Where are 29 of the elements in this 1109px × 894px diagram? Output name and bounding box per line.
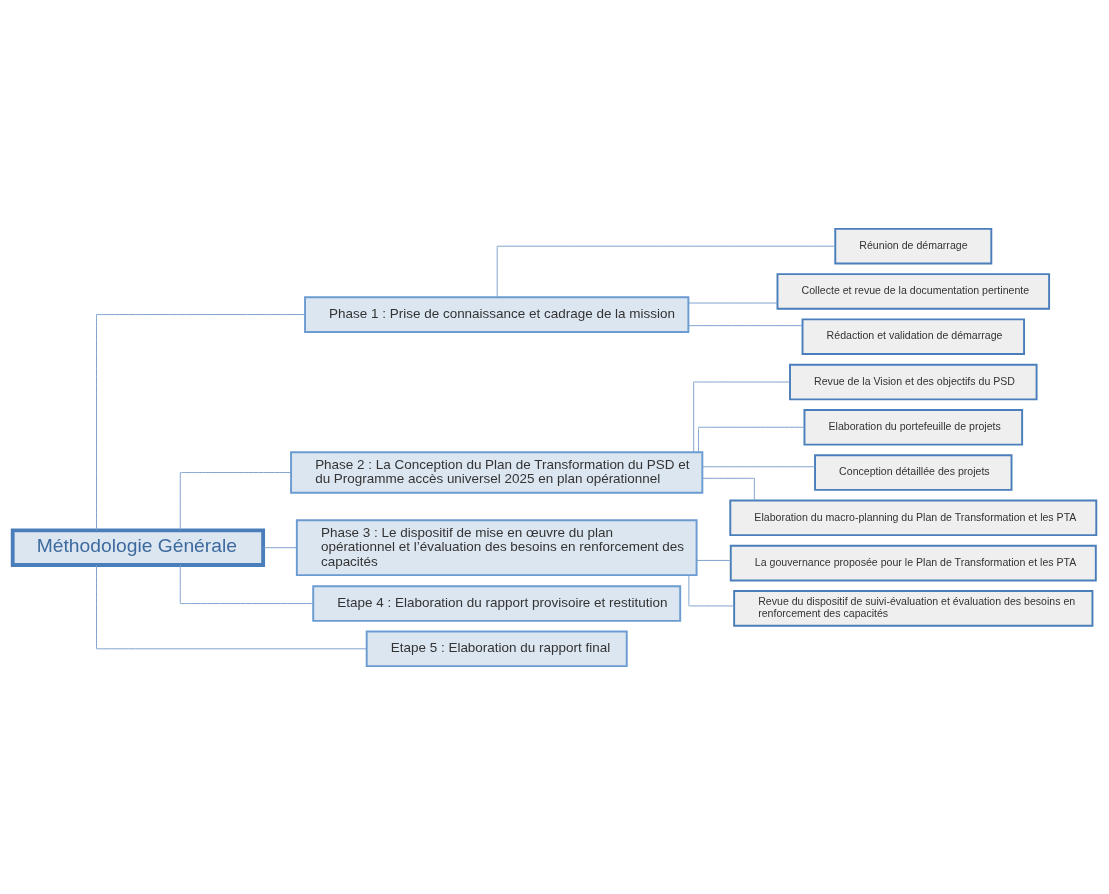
connector	[96, 564, 367, 649]
node-box: Elaboration du macro-planning du Plan de Transformation et les PTA	[729, 499, 1098, 536]
node-box: Elaboration du portefeuille de projets	[803, 408, 1024, 446]
connector	[696, 559, 731, 561]
connector	[96, 313, 306, 531]
node-box: Etape 4 : Elaboration du rapport provisoire et restitution	[312, 584, 682, 622]
node-box: Etape 5 : Elaboration du rapport final	[365, 630, 628, 667]
connector	[262, 546, 298, 548]
connector	[179, 471, 292, 531]
node-box: Collecte et revue de la documentation pertinente	[776, 272, 1051, 310]
node-box: Rédaction et validation de démarrage	[801, 317, 1026, 355]
connector	[688, 302, 778, 303]
connector	[702, 477, 755, 501]
connector	[179, 564, 314, 604]
node-box: Méthodologie Générale	[10, 527, 266, 567]
connector	[496, 245, 836, 297]
node-box: La gouvernance proposée pour le Plan de Transformation et les PTA	[729, 544, 1097, 581]
connector	[688, 574, 735, 606]
node-box: Phase 3 : Le dispositif de mise en œuvre du plan opérationnel et l’évaluation des besoins en renforcement des capacités	[295, 518, 698, 576]
connector	[698, 426, 805, 453]
node-box: Revue du dispositif de suivi-évaluation et évaluation des besoins en renforcement des capacités	[733, 589, 1094, 627]
node-box: Revue de la Vision et des objectifs du PSD	[789, 363, 1038, 400]
connector	[702, 465, 816, 467]
node-box: Phase 1 : Prise de connaissance et cadrage de la mission	[304, 295, 690, 333]
connector	[693, 381, 791, 452]
node-box: Réunion de démarrage	[834, 227, 993, 264]
connector	[688, 324, 803, 326]
node-box: Phase 2 : La Conception du Plan de Transformation du PSD et du Programme accès universel 2025 en plan opérationnel	[290, 450, 704, 494]
node-box: Conception détaillée des projets	[814, 453, 1013, 491]
